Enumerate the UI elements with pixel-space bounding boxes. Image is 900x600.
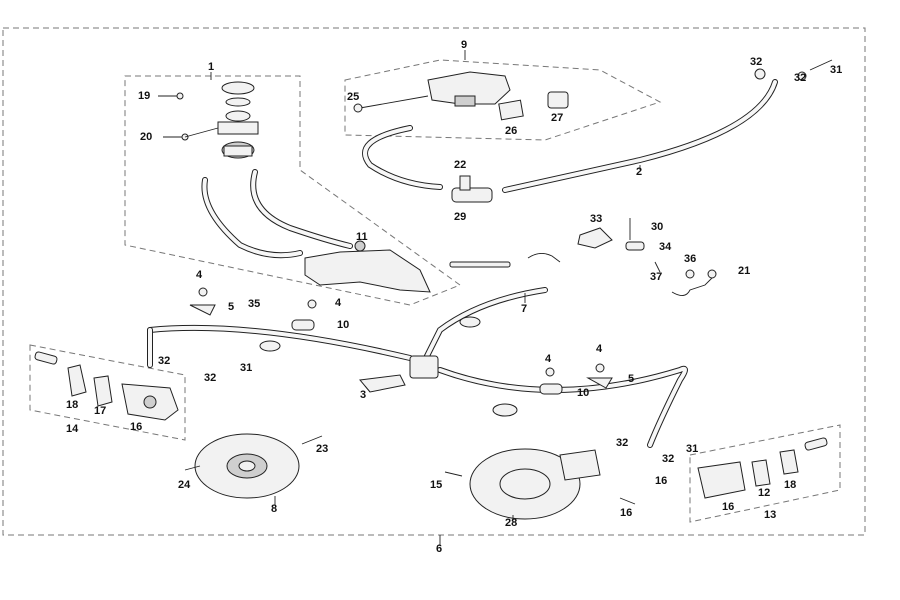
callout-23: 23 xyxy=(316,443,328,455)
callout-32: 32 xyxy=(158,355,170,367)
outer-frame xyxy=(2,27,866,536)
callout-10: 10 xyxy=(577,387,589,399)
callout-13: 13 xyxy=(764,509,776,521)
callout-21: 21 xyxy=(738,265,750,277)
banjo-fittings-upper xyxy=(754,59,833,81)
callout-18: 18 xyxy=(66,399,78,411)
callout-32: 32 xyxy=(616,437,628,449)
callout-9: 9 xyxy=(461,39,467,51)
callout-labels: 1 2 3 4 4 4 4 5 5 6 7 8 9 10 10 11 12 13… xyxy=(66,39,842,555)
reservoir-hose-right xyxy=(250,169,353,249)
front-brake-disc xyxy=(194,433,300,499)
group-box-13 xyxy=(689,424,841,523)
group-box-1 xyxy=(124,75,462,306)
callout-5: 5 xyxy=(628,373,634,385)
callout-5: 5 xyxy=(228,301,234,313)
t-fitting xyxy=(451,175,493,203)
hose-clips xyxy=(189,287,613,417)
callout-16: 16 xyxy=(722,501,734,513)
group-box-9 xyxy=(344,59,662,141)
bolt-15 xyxy=(444,471,463,477)
callout-4: 4 xyxy=(335,297,342,309)
brake-line-7 xyxy=(422,287,548,363)
callout-32: 32 xyxy=(204,372,216,384)
rear-caliper-on-disc xyxy=(559,449,601,481)
callout-20: 20 xyxy=(140,131,152,143)
pedal-linkage xyxy=(449,218,717,296)
front-master-cylinder xyxy=(158,81,259,159)
callout-35: 35 xyxy=(248,298,260,310)
callout-4: 4 xyxy=(196,269,203,281)
callout-6: 6 xyxy=(436,543,442,555)
callout-24: 24 xyxy=(178,479,191,491)
callout-31: 31 xyxy=(686,443,698,455)
callout-27: 27 xyxy=(551,112,563,124)
callout-36: 36 xyxy=(684,253,696,265)
callout-32: 32 xyxy=(662,453,674,465)
callout-31: 31 xyxy=(830,64,842,76)
callout-8: 8 xyxy=(271,503,277,515)
callout-12: 12 xyxy=(758,487,770,499)
callout-25: 25 xyxy=(347,91,359,103)
callout-26: 26 xyxy=(505,125,517,137)
bolt-24 xyxy=(184,465,201,471)
callout-2: 2 xyxy=(636,166,642,178)
callout-18: 18 xyxy=(784,479,796,491)
callout-34: 34 xyxy=(659,241,672,253)
bolt-16-lower xyxy=(619,497,636,505)
bracket-3 xyxy=(359,374,406,393)
callout-11: 11 xyxy=(356,231,368,243)
callout-32: 32 xyxy=(794,72,806,84)
callout-4: 4 xyxy=(545,353,552,365)
callout-33: 33 xyxy=(590,213,602,225)
callout-16: 16 xyxy=(655,475,667,487)
callout-1: 1 xyxy=(208,61,214,73)
callout-29: 29 xyxy=(454,211,466,223)
rear-brake-disc xyxy=(469,448,581,520)
rear-master-cylinder xyxy=(353,71,569,121)
callout-7: 7 xyxy=(521,303,527,315)
callout-30: 30 xyxy=(651,221,663,233)
group-box-14 xyxy=(29,344,186,441)
callout-15: 15 xyxy=(430,479,442,491)
callout-22: 22 xyxy=(454,159,466,171)
junction-block xyxy=(409,355,439,379)
callout-16: 16 xyxy=(130,421,142,433)
callout-31: 31 xyxy=(240,362,252,374)
callout-32: 32 xyxy=(750,56,762,68)
callout-14: 14 xyxy=(66,423,79,435)
leader-lines xyxy=(210,50,641,545)
callout-4: 4 xyxy=(596,343,603,355)
callout-37: 37 xyxy=(650,271,662,283)
front-caliper xyxy=(34,351,179,421)
callout-28: 28 xyxy=(505,517,517,529)
callout-17: 17 xyxy=(94,405,106,417)
rear-caliper xyxy=(697,437,828,499)
callout-19: 19 xyxy=(138,90,150,102)
callout-10: 10 xyxy=(337,319,349,331)
callout-16: 16 xyxy=(620,507,632,519)
callout-3: 3 xyxy=(360,389,366,401)
bolt-23 xyxy=(301,435,323,445)
master-cylinder-bracket xyxy=(304,240,431,293)
